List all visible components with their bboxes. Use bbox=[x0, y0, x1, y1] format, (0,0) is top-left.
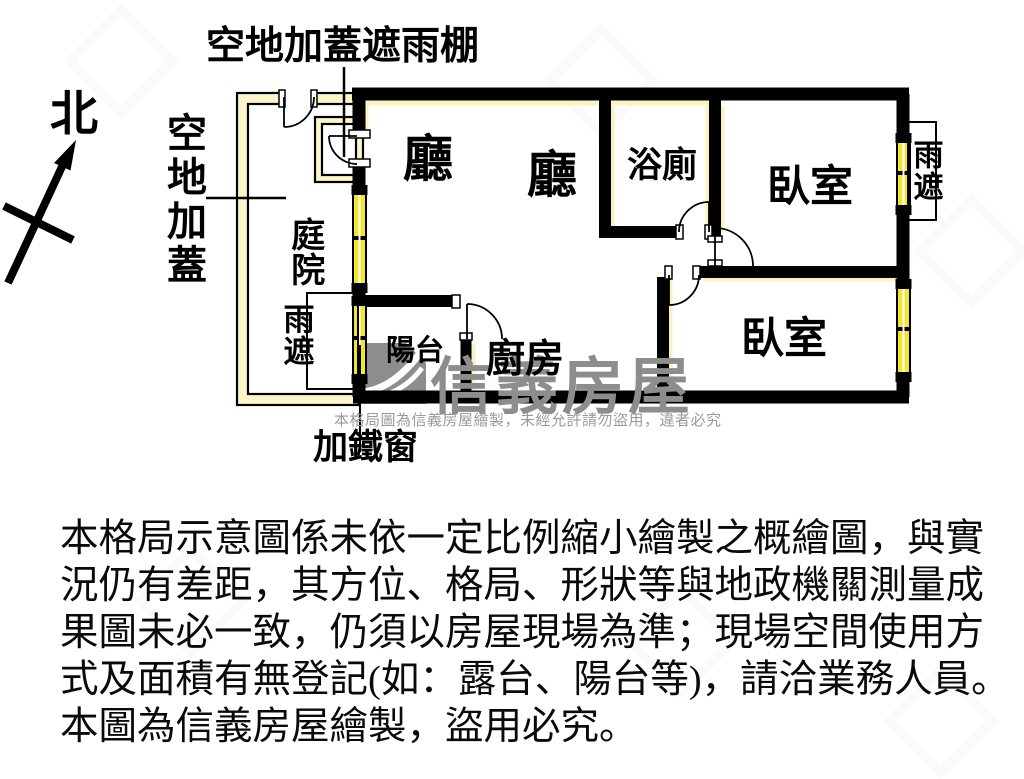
room-label-bathroom: 浴廁 bbox=[627, 146, 698, 185]
disclaimer-line-4: 式及面積有無登記(如：露台、陽台等)，請洽業務人員。 bbox=[60, 659, 1010, 701]
room-label-bedroom-1: 臥室 bbox=[767, 164, 853, 211]
rain-shelter-boxes bbox=[306, 121, 937, 390]
room-label-courtyard: 庭院 bbox=[285, 217, 323, 287]
plan-title-label: 空地加蓋遮雨棚 bbox=[206, 25, 480, 68]
disclaimer-line-5: 本圖為信義房屋繪製，盜用必究。 bbox=[60, 706, 638, 748]
window-left-upper bbox=[351, 185, 368, 293]
left-area-label: 空地加蓋 bbox=[161, 112, 206, 288]
iron-window-label: 加鐵窗 bbox=[313, 428, 419, 467]
window-right-upper bbox=[895, 133, 912, 215]
disclaimer-line-2: 況仍有差距，其方位、格局、形狀等與地政機關測量成 bbox=[60, 565, 985, 607]
leader-lines bbox=[206, 67, 361, 452]
room-label-living-1: 廳 bbox=[403, 131, 453, 187]
room-label-balcony: 陽台 bbox=[386, 335, 445, 367]
compass-north-label: 北 bbox=[50, 88, 99, 141]
room-label-living-2: 廳 bbox=[527, 147, 577, 203]
room-label-kitchen: 廚房 bbox=[486, 338, 565, 381]
window-right-lower bbox=[895, 279, 912, 382]
rain-shelter-right-label: 雨遮 bbox=[908, 139, 942, 203]
door-swings bbox=[283, 96, 754, 340]
room-label-bedroom-2: 臥室 bbox=[741, 316, 827, 363]
rain-shelter-left-label: 雨遮 bbox=[278, 303, 314, 367]
watermark-brand-text: 信義房屋 bbox=[430, 354, 695, 422]
watermark-notice-text: 本格局圖為信義房屋繪製，未經允許請勿盜用，違者必究 bbox=[334, 413, 722, 429]
windows bbox=[351, 133, 912, 384]
disclaimer-line-3: 果圖未必一致，仍須以房屋現場為準；現場空間使用方 bbox=[60, 612, 985, 654]
courtyard-structure bbox=[235, 88, 361, 407]
disclaimer-line-1: 本格局示意圖係未依一定比例縮小繪製之概繪圖，與實 bbox=[60, 518, 985, 560]
wall-highlights bbox=[363, 100, 898, 392]
north-arrow bbox=[2, 140, 76, 285]
